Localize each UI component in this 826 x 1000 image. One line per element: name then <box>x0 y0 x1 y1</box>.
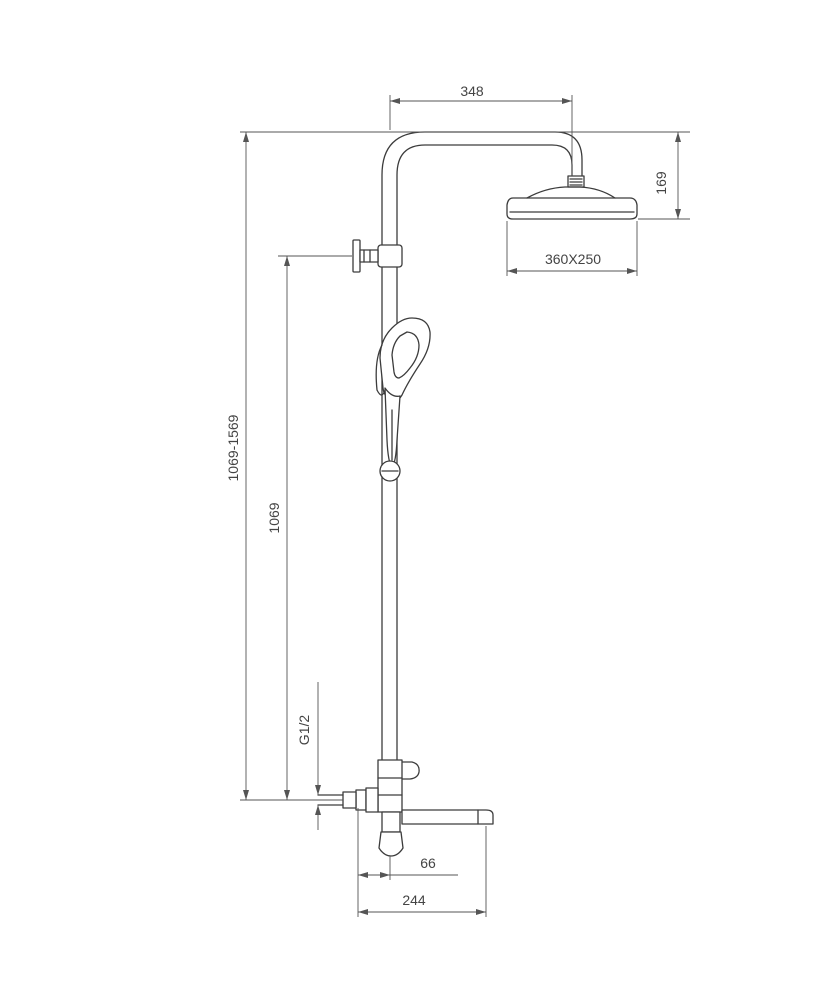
dim-spout-offset-label: 66 <box>420 855 436 871</box>
wall-bracket-plate <box>352 239 361 273</box>
dim-fixed-height: 1069 <box>266 255 352 800</box>
rain-shower-head <box>506 197 638 220</box>
dim-head-height: 169 <box>638 132 690 220</box>
dim-fixed-height-label: 1069 <box>266 502 282 533</box>
inlet-nut <box>355 789 367 811</box>
mixer-bottom-knob <box>378 831 404 857</box>
shower-assembly <box>317 131 638 857</box>
dim-top-width-label: 348 <box>460 83 484 99</box>
inlet-escutcheon <box>342 791 357 809</box>
dim-spout-offset: 66 <box>357 808 458 917</box>
dim-spout-length-label: 244 <box>402 892 426 908</box>
mixer-lower-collar <box>381 811 401 833</box>
mixer-body <box>377 759 403 813</box>
dim-overall-height: 1069-1569 <box>225 132 249 800</box>
inlet-connector <box>365 787 379 813</box>
dim-inlet-thread-label: G1/2 <box>296 715 312 746</box>
dim-spout-length: 244 <box>358 826 487 917</box>
dim-head-size: 360X250 <box>506 221 638 276</box>
dim-inlet-thread: G1/2 <box>296 682 321 830</box>
wall-bracket-arm <box>359 249 379 263</box>
diverter-handle <box>399 761 420 780</box>
dim-top-width: 348 <box>389 83 573 176</box>
rail-collar <box>377 244 403 268</box>
dim-head-size-label: 360X250 <box>545 251 601 267</box>
overhead-arm <box>381 131 583 761</box>
hand-shower-head <box>379 317 431 402</box>
dim-overall-height-label: 1069-1569 <box>225 414 241 481</box>
dim-head-height-label: 169 <box>653 171 669 195</box>
tub-spout <box>401 809 494 825</box>
